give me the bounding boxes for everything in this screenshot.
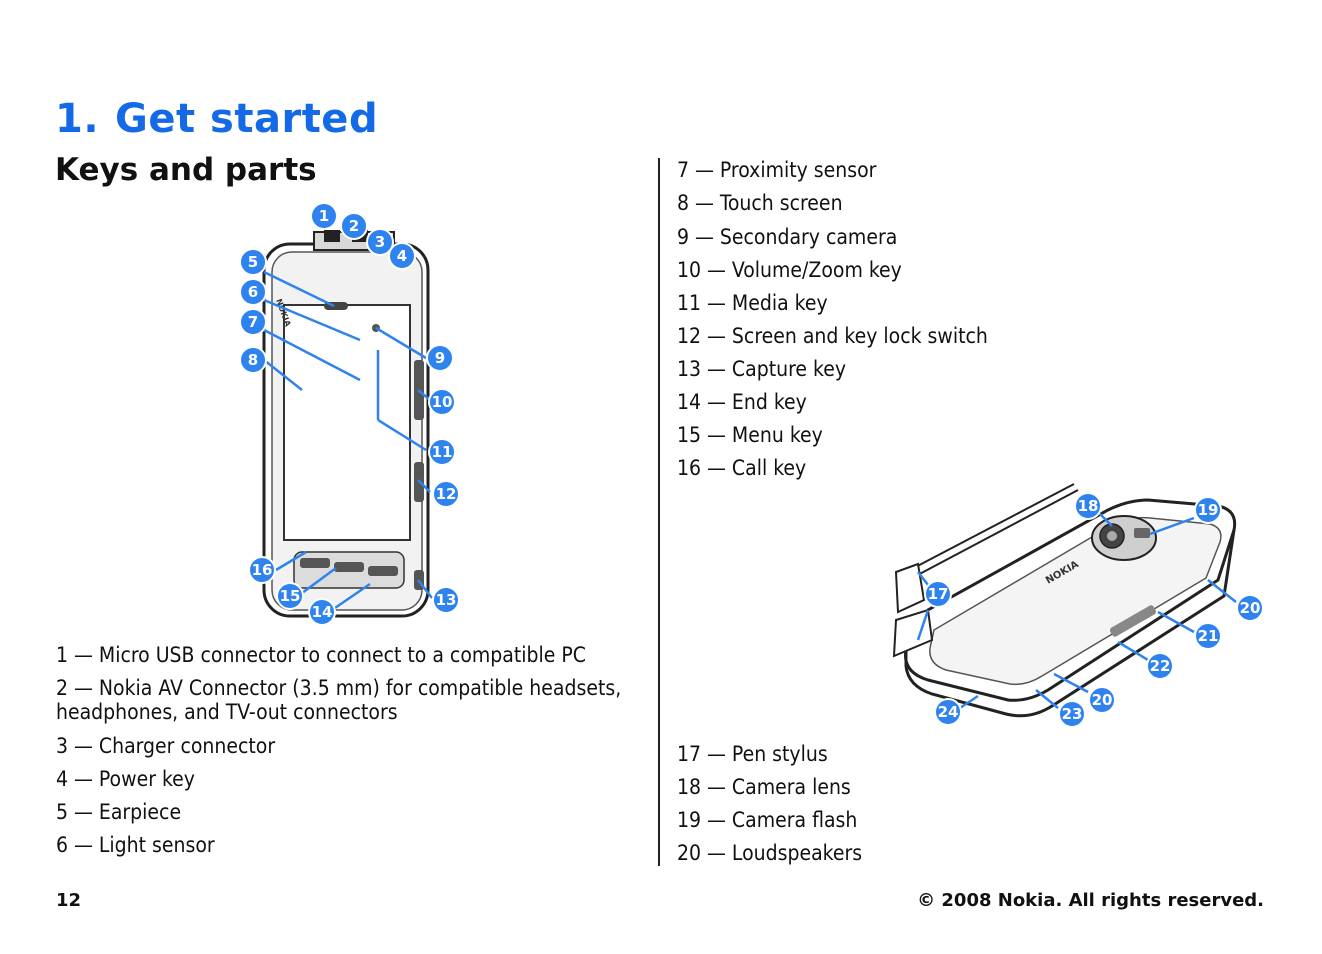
callout-badge: 5 [239, 248, 267, 276]
part-item: 13 — Capture key [677, 357, 847, 381]
callout-badge: 6 [239, 278, 267, 306]
part-item: 15 — Menu key [677, 423, 823, 447]
callout-badge: 1 [310, 202, 338, 230]
part-item: 20 — Loudspeakers [677, 841, 863, 865]
part-item: 1 — Micro USB connector to connect to a … [56, 643, 586, 667]
callout-badge: 14 [308, 598, 336, 626]
svg-text:12: 12 [436, 485, 457, 503]
svg-text:11: 11 [432, 443, 453, 461]
svg-text:3: 3 [375, 233, 385, 251]
front-phone-body [262, 230, 430, 618]
part-item: 9 — Secondary camera [677, 225, 898, 249]
svg-text:8: 8 [248, 351, 258, 369]
callout-badge: 8 [239, 346, 267, 374]
section-title: Keys and parts [55, 152, 317, 188]
callout-badge: 4 [388, 242, 416, 270]
callout-badge: 2 [340, 212, 368, 240]
svg-text:7: 7 [248, 313, 258, 331]
svg-text:20: 20 [1240, 599, 1261, 617]
part-item: 6 — Light sensor [56, 833, 215, 857]
back-leader-lines [916, 511, 1237, 710]
svg-text:10: 10 [432, 393, 453, 411]
chapter-number: 1. [55, 96, 100, 142]
svg-text:5: 5 [248, 253, 258, 271]
callout-badge: 19 [1194, 496, 1222, 524]
callout-badge: 3 [366, 228, 394, 256]
callout-badge: 24 [934, 698, 962, 726]
callout-badge: 12 [432, 480, 460, 508]
part-item: 10 — Volume/Zoom key [677, 258, 902, 282]
page-number: 12 [56, 890, 82, 911]
svg-text:9: 9 [435, 349, 445, 367]
callout-badge: 10 [428, 388, 456, 416]
callout-badge: 13 [432, 586, 460, 614]
chapter-heading: 1. Get started [55, 96, 378, 142]
part-item: 19 — Camera flash [677, 808, 858, 832]
svg-text:1: 1 [319, 207, 329, 225]
callout-badge: 23 [1058, 700, 1086, 728]
svg-text:16: 16 [252, 561, 273, 579]
front-leader-lines [263, 270, 433, 612]
part-item: 16 — Call key [677, 456, 807, 480]
back-phone-figure: NOKIA 18 19 17 20 21 22 20 23 24 [892, 483, 1264, 728]
svg-text:21: 21 [1198, 627, 1219, 645]
part-item: 14 — End key [677, 390, 807, 414]
part-item: 7 — Proximity sensor [677, 158, 877, 182]
part-item: 5 — Earpiece [56, 800, 182, 824]
back-callouts: 18 19 17 20 21 22 20 23 24 [924, 492, 1264, 728]
svg-text:24: 24 [938, 703, 959, 721]
svg-text:14: 14 [312, 603, 333, 621]
callout-badge: 22 [1146, 652, 1174, 680]
svg-text:20: 20 [1092, 691, 1113, 709]
part-item: 8 — Touch screen [677, 191, 843, 215]
part-item: 11 — Media key [677, 291, 828, 315]
callout-badge: 20 [1236, 594, 1264, 622]
part-item: 3 — Charger connector [56, 734, 276, 758]
column-divider [658, 158, 660, 866]
part-item: 12 — Screen and key lock switch [677, 324, 988, 348]
svg-text:17: 17 [928, 585, 949, 603]
svg-text:2: 2 [349, 217, 359, 235]
copyright-notice: © 2008 Nokia. All rights reserved. [917, 890, 1264, 911]
callout-badge: 15 [276, 582, 304, 610]
svg-text:13: 13 [436, 591, 457, 609]
svg-text:22: 22 [1150, 657, 1171, 675]
svg-text:4: 4 [397, 247, 407, 265]
front-phone-figure: NOKIA 1 2 3 4 5 6 7 8 9 10 11 12 13 14 1… [239, 202, 460, 626]
part-item: 4 — Power key [56, 767, 195, 791]
part-item: 2 — Nokia AV Connector (3.5 mm) for comp… [56, 676, 622, 724]
front-callouts: 1 2 3 4 5 6 7 8 9 10 11 12 13 14 15 16 [239, 202, 460, 626]
callout-badge: 21 [1194, 622, 1222, 650]
part-item: 18 — Camera lens [677, 775, 851, 799]
callout-badge: 11 [428, 438, 456, 466]
svg-text:23: 23 [1062, 705, 1083, 723]
svg-text:18: 18 [1078, 497, 1099, 515]
part-item: 17 — Pen stylus [677, 742, 828, 766]
svg-text:15: 15 [280, 587, 301, 605]
svg-text:6: 6 [248, 283, 258, 301]
callout-badge: 20 [1088, 686, 1116, 714]
callout-badge: 7 [239, 308, 267, 336]
back-phone-body [892, 498, 1237, 718]
callout-badge: 18 [1074, 492, 1102, 520]
chapter-title: Get started [115, 96, 379, 142]
svg-text:19: 19 [1198, 501, 1219, 519]
callout-badge: 9 [426, 344, 454, 372]
callout-badge: 16 [248, 556, 276, 584]
callout-badge: 17 [924, 580, 952, 608]
stylus [905, 483, 1079, 579]
